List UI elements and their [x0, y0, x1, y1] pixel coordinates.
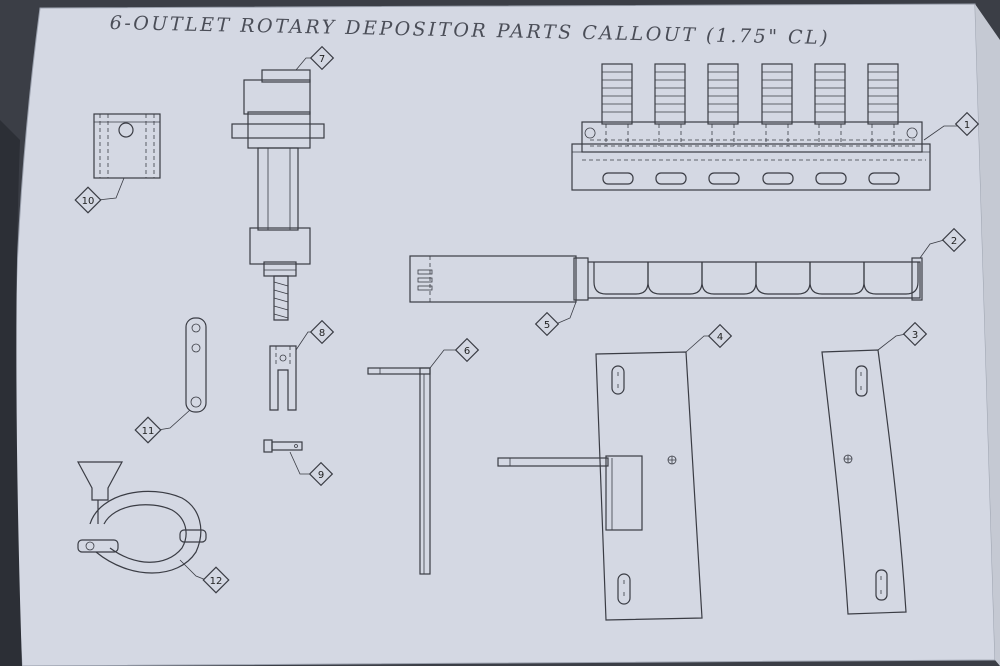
callout-12: 12 [202, 566, 230, 594]
callout-3-label: 3 [912, 330, 918, 341]
part-12-tri-clamp [76, 461, 207, 574]
callout-5: 5 [534, 311, 560, 337]
part-5-rotor-shaft [409, 255, 589, 303]
part-2-cup-rotor [588, 257, 923, 301]
callout-4: 4 [707, 323, 733, 349]
callout-3: 3 [902, 321, 928, 347]
part-9-pin [263, 439, 303, 453]
callout-2: 2 [941, 227, 967, 253]
part-7-piston-assembly [231, 69, 325, 321]
callout-11-label: 11 [142, 426, 155, 437]
callout-7: 7 [309, 45, 335, 71]
callout-2-label: 2 [951, 236, 957, 247]
callout-9: 9 [308, 461, 334, 487]
callout-9-label: 9 [318, 470, 324, 481]
callout-1: 1 [954, 111, 980, 137]
page-edge-shadow [0, 120, 22, 666]
part-1-manifold [571, 63, 931, 191]
callout-10-label: 10 [82, 196, 95, 207]
callout-4-label: 4 [717, 332, 723, 343]
part-11-link-bar [185, 317, 207, 413]
callout-8: 8 [309, 319, 335, 345]
callout-8-label: 8 [319, 328, 325, 339]
manifold-slots [602, 172, 900, 185]
callout-6: 6 [454, 337, 480, 363]
callout-6-label: 6 [464, 346, 470, 357]
callout-7-label: 7 [319, 54, 325, 65]
part-4-plate-with-arm [497, 351, 703, 621]
callout-10: 10 [74, 186, 102, 214]
part-8-fork-clevis [269, 345, 297, 411]
part-3-curved-plate [821, 349, 907, 615]
part-10-block [93, 113, 161, 179]
paper-page [13, 3, 996, 666]
page-stack-right [975, 4, 1000, 666]
callout-12-label: 12 [210, 576, 223, 587]
part-6-l-rod [367, 367, 431, 575]
callout-11: 11 [134, 416, 162, 444]
manifold-outlets [601, 63, 899, 146]
callout-1-label: 1 [964, 120, 970, 131]
callout-5-label: 5 [544, 320, 550, 331]
